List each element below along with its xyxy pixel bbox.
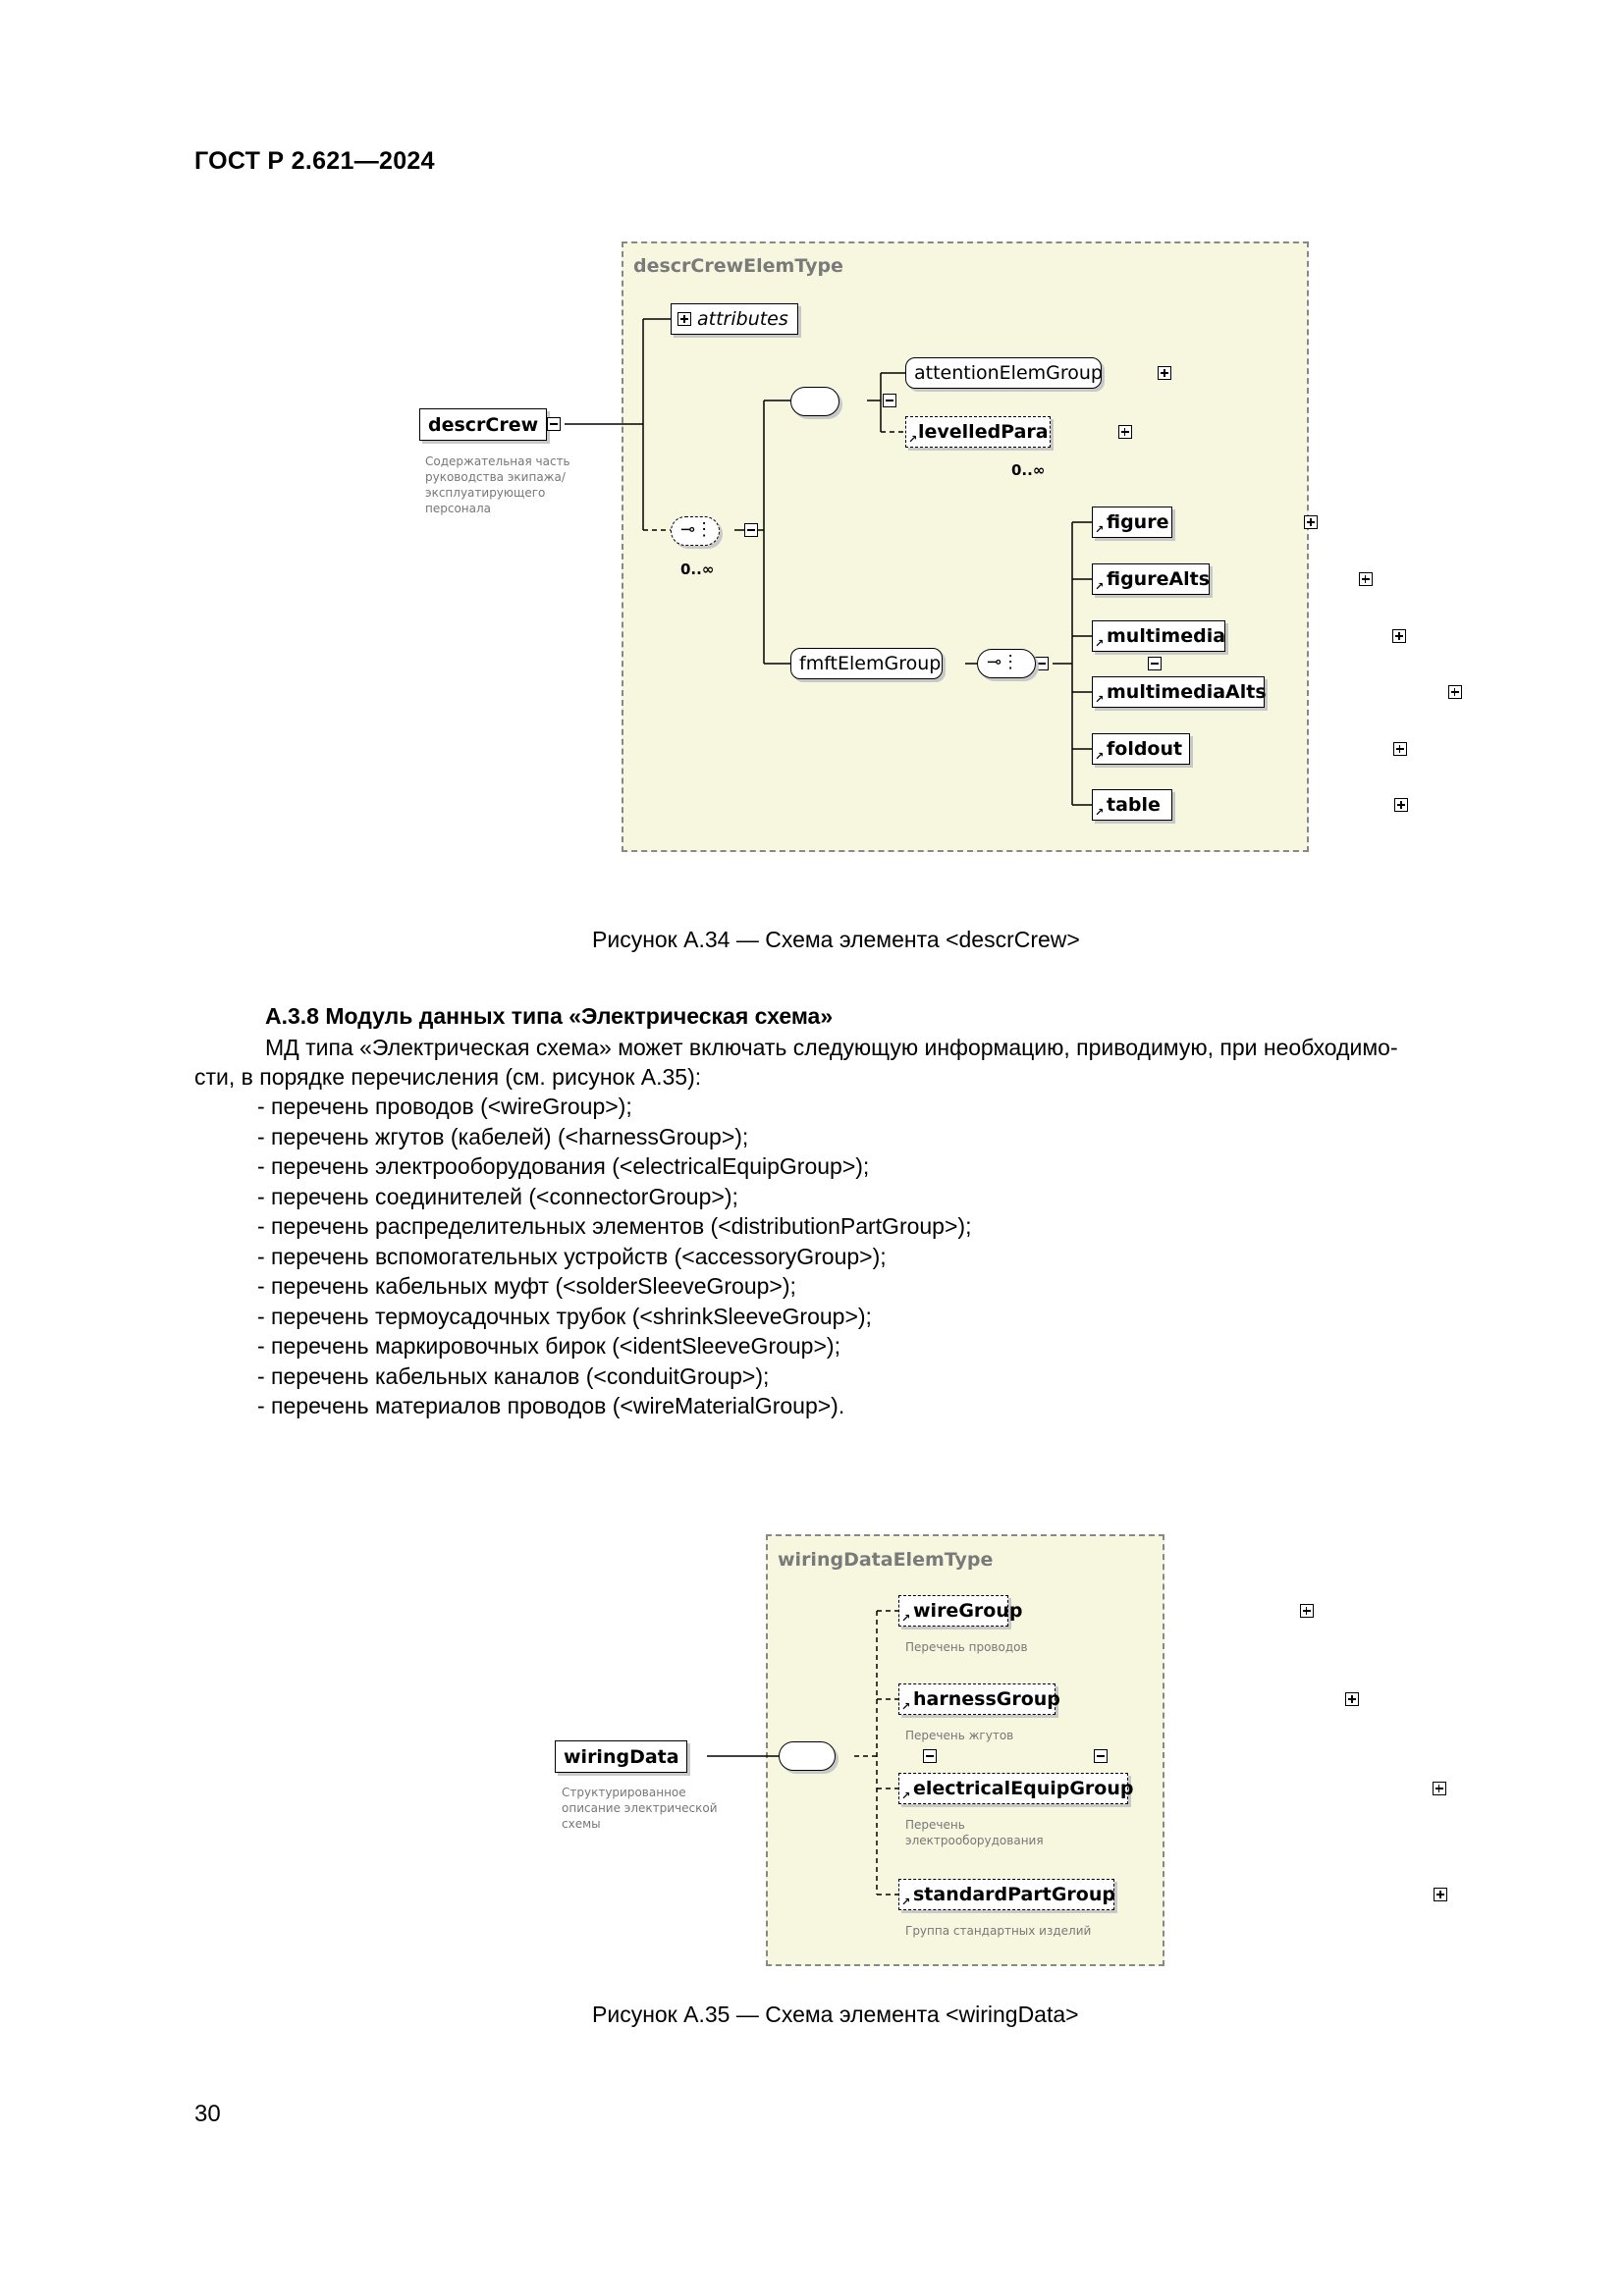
reference-arrow-icon: ↗ bbox=[901, 1612, 911, 1625]
figureAlts-node[interactable]: ↗ figureAlts bbox=[1092, 563, 1210, 595]
reference-arrow-icon: ↗ bbox=[908, 433, 918, 446]
list-item: - перечень материалов проводов (<wireMat… bbox=[257, 1393, 845, 1418]
wireGroup-node[interactable]: ↗ wireGroup bbox=[898, 1595, 1022, 1627]
standardPartGroup-description: Группа стандартных изделий bbox=[905, 1924, 1092, 1938]
expand-icon[interactable] bbox=[1358, 572, 1373, 586]
list-item: - перечень термоусадочных трубок (<shrin… bbox=[257, 1303, 872, 1329]
expand-icon[interactable] bbox=[677, 312, 691, 326]
figure-35-frame-title: wiringDataElemType bbox=[778, 1549, 994, 1571]
descrCrew-description: Содержательная часть руководства экипажа… bbox=[425, 454, 570, 515]
expand-icon[interactable] bbox=[1392, 629, 1407, 643]
reference-arrow-icon: ↗ bbox=[1095, 637, 1105, 650]
collapse-icon[interactable] bbox=[922, 1749, 937, 1763]
reference-arrow-icon: ↗ bbox=[901, 1789, 911, 1802]
wireGroup-description: Перечень проводов bbox=[905, 1640, 1028, 1654]
expand-icon[interactable] bbox=[1158, 366, 1172, 380]
attentionElemGroup-node[interactable]: attentionElemGroup bbox=[905, 357, 1103, 389]
multimedia-node[interactable]: ↗ multimedia bbox=[1092, 620, 1225, 652]
sequence-compositor bbox=[790, 387, 839, 416]
section-heading: А.3.8 Модуль данных типа «Электрическая … bbox=[265, 1003, 834, 1029]
descrCrew-label: descrCrew bbox=[428, 413, 539, 436]
expand-icon[interactable] bbox=[1434, 1888, 1448, 1901]
electricalEquipGroup-node[interactable]: ↗ electricalEquipGroup bbox=[898, 1773, 1133, 1804]
expand-icon[interactable] bbox=[1394, 798, 1409, 812]
table-node[interactable]: ↗ table bbox=[1092, 789, 1172, 821]
requirements-list: - перечень проводов (<wireGroup>); - пер… bbox=[257, 1092, 971, 1421]
harnessGroup-node[interactable]: ↗ harnessGroup bbox=[898, 1683, 1060, 1715]
list-item: - перечень проводов (<wireGroup>); bbox=[257, 1094, 632, 1119]
expand-icon[interactable] bbox=[1432, 1782, 1446, 1795]
reference-arrow-icon: ↗ bbox=[901, 1700, 911, 1713]
foldout-node[interactable]: ↗ foldout bbox=[1092, 733, 1190, 765]
attributes-node[interactable]: attributes bbox=[671, 303, 798, 335]
list-item: - перечень кабельных муфт (<solderSleeve… bbox=[257, 1273, 796, 1299]
harnessGroup-description: Перечень жгутов bbox=[905, 1729, 1014, 1742]
list-item: - перечень жгутов (кабелей) (<harnessGro… bbox=[257, 1123, 749, 1149]
standardPartGroup-node[interactable]: ↗ standardPartGroup bbox=[898, 1879, 1115, 1910]
figure-34-frame-title: descrCrewElemType bbox=[633, 255, 843, 277]
expand-icon[interactable] bbox=[1299, 1604, 1314, 1618]
figure-34-caption: Рисунок А.34 — Схема элемента <descrCrew… bbox=[592, 927, 1080, 952]
list-item: - перечень электрооборудования (<electri… bbox=[257, 1153, 870, 1179]
page-number: 30 bbox=[194, 2101, 221, 2127]
section-paragraph-line2: сти, в порядке перечисления (см. рисунок… bbox=[194, 1064, 702, 1090]
reference-arrow-icon: ↗ bbox=[1095, 693, 1105, 706]
reference-arrow-icon: ↗ bbox=[1095, 806, 1105, 819]
list-item: - перечень соединителей (<connectorGroup… bbox=[257, 1183, 738, 1209]
list-item: - перечень распределительных элементов (… bbox=[257, 1213, 972, 1239]
collapse-icon[interactable] bbox=[1147, 657, 1162, 670]
expand-icon[interactable] bbox=[1392, 742, 1407, 756]
choice-icon: ⊸⋮ bbox=[987, 652, 1020, 671]
fmftElemGroup-node[interactable]: fmftElemGroup bbox=[790, 648, 943, 679]
choice-icon: ⊸⋮ bbox=[680, 519, 714, 539]
levelledPara-cardinality: 0..∞ bbox=[1011, 461, 1046, 479]
electricalEquipGroup-description: Перечень электрооборудования bbox=[905, 1818, 1044, 1847]
figure-node[interactable]: ↗ figure bbox=[1092, 507, 1172, 538]
reference-arrow-icon: ↗ bbox=[1095, 750, 1105, 763]
page-header: ГОСТ Р 2.621—2024 bbox=[194, 147, 435, 175]
list-item: - перечень маркировочных бирок (<identSl… bbox=[257, 1333, 840, 1359]
sequence-compositor bbox=[779, 1741, 836, 1771]
expand-icon[interactable] bbox=[1117, 425, 1132, 439]
choice-compositor bbox=[671, 516, 720, 546]
wiringData-description: Структурированное описание электрической… bbox=[562, 1786, 718, 1831]
collapse-icon[interactable] bbox=[1094, 1749, 1109, 1763]
levelledPara-node[interactable]: ↗ levelledPara bbox=[905, 416, 1051, 448]
choice-compositor-2 bbox=[977, 649, 1036, 678]
figure-34-frame bbox=[622, 241, 1309, 852]
list-item: - перечень кабельных каналов (<conduitGr… bbox=[257, 1362, 770, 1389]
wiringData-element[interactable]: wiringData bbox=[555, 1740, 687, 1773]
list-item: - перечень вспомогательных устройств (<a… bbox=[257, 1243, 887, 1269]
choice-cardinality: 0..∞ bbox=[680, 561, 715, 578]
descrCrew-element[interactable]: descrCrew bbox=[419, 408, 547, 441]
expand-icon[interactable] bbox=[1447, 685, 1462, 699]
reference-arrow-icon: ↗ bbox=[1095, 523, 1105, 536]
expand-icon[interactable] bbox=[1304, 515, 1319, 529]
multimediaAlts-node[interactable]: ↗ multimediaAlts bbox=[1092, 676, 1267, 708]
reference-arrow-icon: ↗ bbox=[901, 1896, 911, 1908]
section-paragraph-line1: МД типа «Электрическая схема» может вклю… bbox=[265, 1035, 1398, 1060]
figure-35-caption: Рисунок А.35 — Схема элемента <wiringDat… bbox=[592, 2002, 1079, 2027]
reference-arrow-icon: ↗ bbox=[1095, 580, 1105, 593]
expand-icon[interactable] bbox=[1345, 1692, 1360, 1706]
collapse-icon[interactable] bbox=[547, 417, 561, 431]
attributes-label: attributes bbox=[697, 308, 788, 330]
collapse-icon[interactable] bbox=[744, 523, 759, 537]
collapse-icon[interactable] bbox=[882, 394, 896, 407]
